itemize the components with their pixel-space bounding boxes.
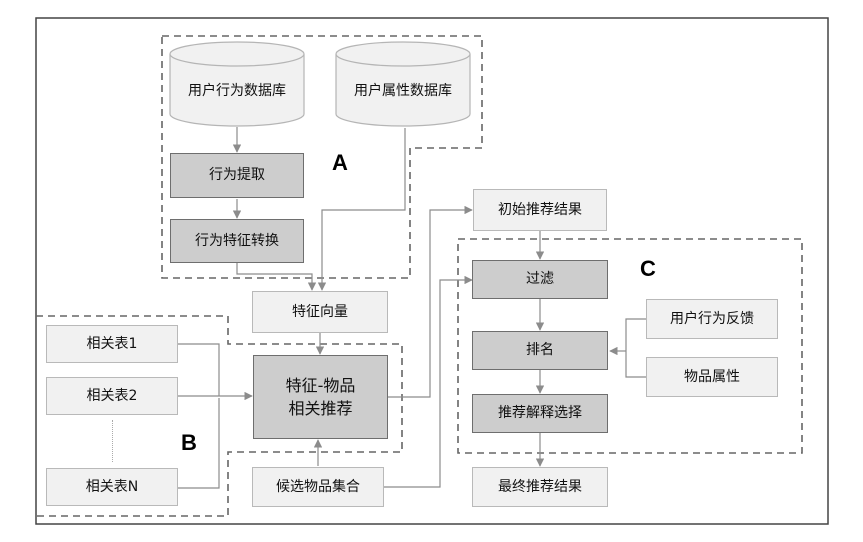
group-a-label: A	[332, 150, 348, 175]
edge-table1	[178, 343, 220, 396]
group-b-outline	[36, 315, 403, 517]
filter-node: 过滤	[472, 260, 608, 299]
edge-recommend-to-initial	[388, 205, 473, 398]
edge-attrdb-to-vector	[317, 128, 406, 291]
edge-tableN	[178, 398, 220, 489]
group-c-label: C	[640, 256, 656, 281]
final-results-node: 最终推荐结果	[472, 467, 608, 507]
related-table-2-node: 相关表2	[46, 377, 178, 415]
user-feedback-node: 用户行为反馈	[646, 299, 778, 339]
user-behavior-db-cylinder	[169, 41, 305, 127]
behavior-feature-conversion-node: 行为特征转换	[170, 219, 304, 263]
edge-convert-to-vector	[236, 263, 317, 291]
group-b-label: B	[181, 430, 197, 455]
edge-item-attr	[625, 351, 646, 378]
item-attributes-node: 物品属性	[646, 357, 778, 397]
outer-frame	[35, 17, 829, 525]
user-attribute-db-label: 用户属性数据库	[354, 83, 452, 99]
group-c-outline	[457, 238, 803, 454]
candidate-items-node: 候选物品集合	[252, 467, 384, 507]
initial-results-node: 初始推荐结果	[473, 189, 607, 231]
edge-candidates-to-filter	[384, 275, 473, 488]
feature-item-recommend-node: 特征-物品 相关推荐	[253, 355, 388, 439]
rank-node: 排名	[472, 331, 608, 370]
user-attribute-db-cylinder	[335, 41, 471, 127]
explain-select-node: 推荐解释选择	[472, 394, 608, 433]
edge-feedback	[625, 318, 646, 351]
related-table-n-node: 相关表N	[46, 468, 178, 506]
user-behavior-db-label: 用户行为数据库	[188, 83, 286, 99]
group-a-outline	[161, 35, 483, 279]
behavior-extraction-node: 行为提取	[170, 153, 304, 198]
feature-item-recommend-label: 特征-物品 相关推荐	[285, 375, 356, 418]
feature-vector-node: 特征向量	[252, 291, 388, 333]
related-table-1-node: 相关表1	[46, 325, 178, 363]
ellipsis-dots	[112, 420, 113, 462]
